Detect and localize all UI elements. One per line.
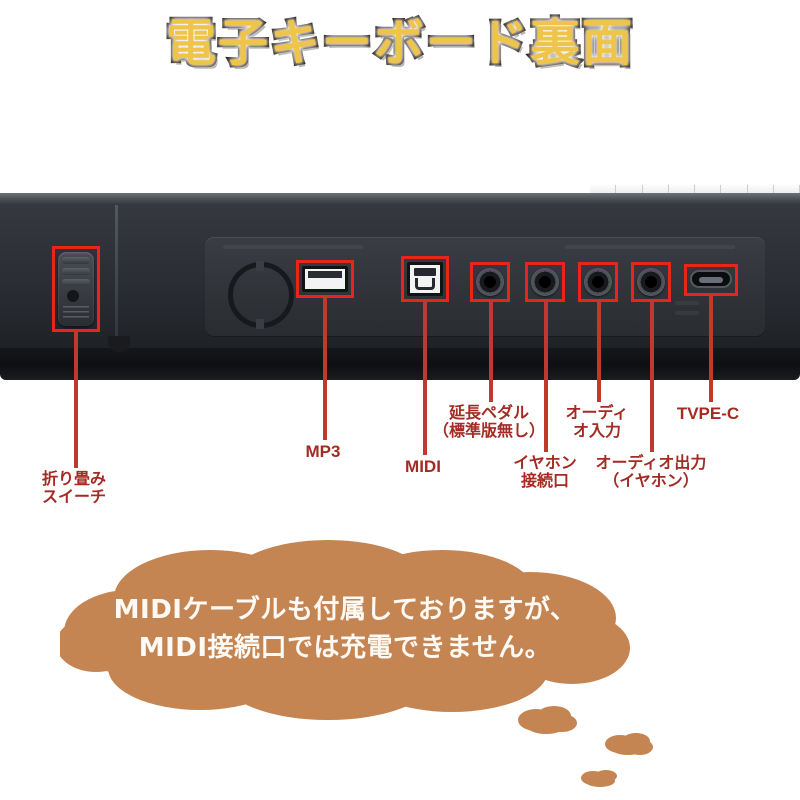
callout-label-audio-in: オーディ オ入力 [565,403,629,440]
thought-puff-small [581,770,617,787]
sustain-pedal-jack[interactable] [476,268,504,296]
note-bubble-text: MIDIケーブルも付属しておりますが、 MIDI接続口では充電できません。 [113,595,577,663]
leader-line-audio-in [597,300,601,402]
thought-puff-medium [605,733,653,755]
earphone-jack[interactable] [531,268,559,296]
usb-c-port[interactable] [690,270,732,288]
callout-label-fold-switch: 折り畳み スイーチ [41,469,106,506]
leader-line-mp3-usb [323,296,327,440]
keyboard-top-bevel [0,193,800,207]
audio-input-jack[interactable] [584,268,612,296]
leader-line-earphone-jack [544,300,548,452]
switch-knob-icon [67,290,79,302]
usb-b-midi-port[interactable] [407,262,443,296]
cloud-shape-icon [60,540,630,720]
leader-line-fold-switch [74,332,78,468]
callout-label-midi: MIDI [405,457,441,476]
leader-line-audio-out [650,300,654,452]
callout-box-sustain-pedal [470,262,510,302]
switch-ridges-icon [63,306,89,320]
leader-line-midi [423,300,427,455]
callout-box-type-c [684,264,738,296]
speaker-ring-icon [228,261,294,329]
page-title: 電子キーボード裏面 [0,13,800,73]
leader-line-sustain-pedal [489,300,493,402]
callout-box-midi [401,256,449,302]
callout-box-audio-in [578,262,618,302]
callout-box-fold-switch [52,246,100,332]
callout-label-sustain-pedal: 延長ペダル （標準版無し） [432,403,545,440]
callout-label-mp3: MP3 [305,442,341,461]
note-speech-bubble: MIDIケーブルも付属しておりますが、 MIDI接続口では充電できません。 [60,540,630,725]
callout-box-audio-out [631,262,671,302]
callout-label-audio-out: オーディオ出力 （イヤホン） [595,453,707,490]
callout-label-earphone-jack: イヤホン 接続口 [513,453,577,490]
thought-puff-large [518,706,577,734]
audio-output-jack[interactable] [637,268,665,296]
leader-line-type-c [709,294,713,402]
callout-box-mp3-usb [296,260,354,298]
keyboard-bottom-skirt [0,348,800,380]
callout-box-earphone-jack [525,262,565,302]
page-title-text: 電子キーボード裏面 [164,13,635,73]
keyboard-rear-photo [0,185,800,383]
callout-label-type-c: TVPE-C [676,404,740,423]
keyboard-foot [108,336,130,352]
folding-switch-control[interactable] [58,252,94,326]
keyboard-fold-seam [115,205,118,350]
usb-a-port[interactable] [302,266,348,292]
